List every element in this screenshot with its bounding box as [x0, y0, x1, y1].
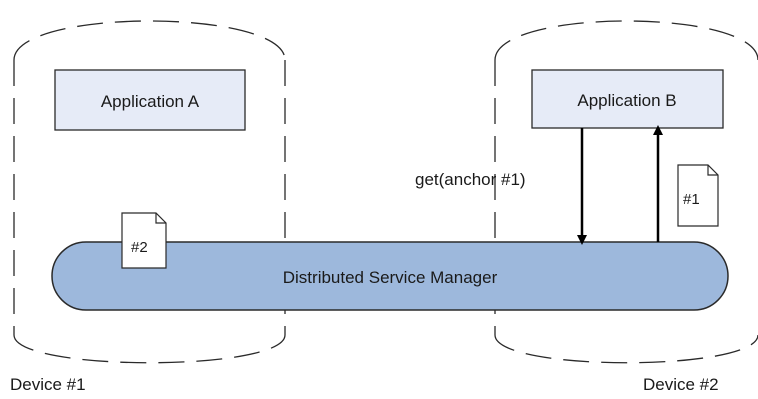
get-anchor-label: get(anchor #1) — [415, 170, 526, 189]
manager-label: Distributed Service Manager — [283, 268, 498, 287]
document-2-label: #2 — [131, 239, 148, 256]
application-b-label: Application B — [577, 91, 676, 110]
document-1-icon: #1 — [677, 164, 719, 227]
application-b-box — [531, 69, 724, 129]
device-2-label: Device #2 — [643, 375, 719, 394]
document-2-icon: #2 — [121, 212, 167, 269]
document-1-label: #1 — [683, 191, 700, 208]
application-a-label: Application A — [101, 92, 200, 111]
distributed-service-manager-bus — [51, 241, 729, 311]
device-1-label: Device #1 — [10, 375, 86, 394]
application-a-box — [54, 69, 246, 131]
